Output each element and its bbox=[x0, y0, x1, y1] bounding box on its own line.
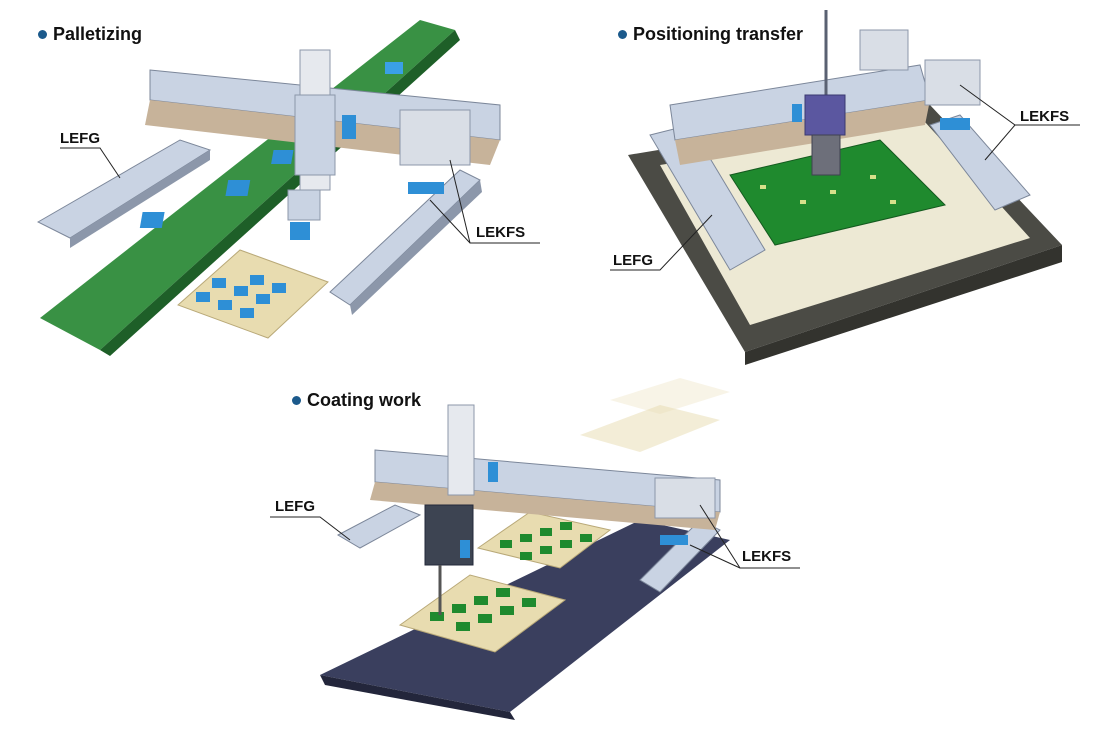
leader-line bbox=[689, 544, 741, 569]
palletizing-lekfs-label: LEKFS bbox=[476, 224, 526, 241]
palletizing-tray bbox=[177, 249, 329, 339]
coating-title-text: Coating work bbox=[307, 390, 422, 410]
conveyor-box bbox=[271, 150, 294, 164]
leader-line bbox=[984, 124, 1016, 161]
conveyor-box bbox=[385, 62, 403, 74]
leader-line bbox=[449, 159, 471, 244]
positioning-title-text: Positioning transfer bbox=[633, 24, 804, 44]
bullet-icon bbox=[618, 30, 627, 39]
coating-lefg-label: LEFG bbox=[275, 498, 315, 515]
palletizing-title: Palletizing bbox=[38, 24, 142, 45]
coating-tray bbox=[476, 511, 612, 569]
coating-lefg-rail bbox=[336, 504, 422, 549]
palletizing-title-text: Palletizing bbox=[53, 24, 143, 44]
conveyor-box bbox=[225, 180, 251, 196]
positioning-lekfs-label: LEKFS bbox=[1020, 108, 1070, 125]
bullet-icon bbox=[38, 30, 47, 39]
leader-line bbox=[610, 214, 713, 271]
bullet-icon bbox=[292, 396, 301, 405]
positioning-lefg-label: LEFG bbox=[613, 252, 653, 269]
coating-title: Coating work bbox=[292, 390, 421, 411]
leader-line bbox=[270, 516, 351, 541]
leader-line bbox=[60, 147, 121, 179]
positioning-title: Positioning transfer bbox=[618, 24, 803, 45]
coating-tray bbox=[398, 574, 567, 653]
coating-vertical-actuator bbox=[447, 404, 475, 496]
coating-lekfs-label: LEKFS bbox=[742, 548, 792, 565]
positioning-head bbox=[804, 94, 846, 136]
conveyor-box bbox=[139, 212, 165, 228]
palletizing-lefg-label: LEFG bbox=[60, 130, 100, 147]
